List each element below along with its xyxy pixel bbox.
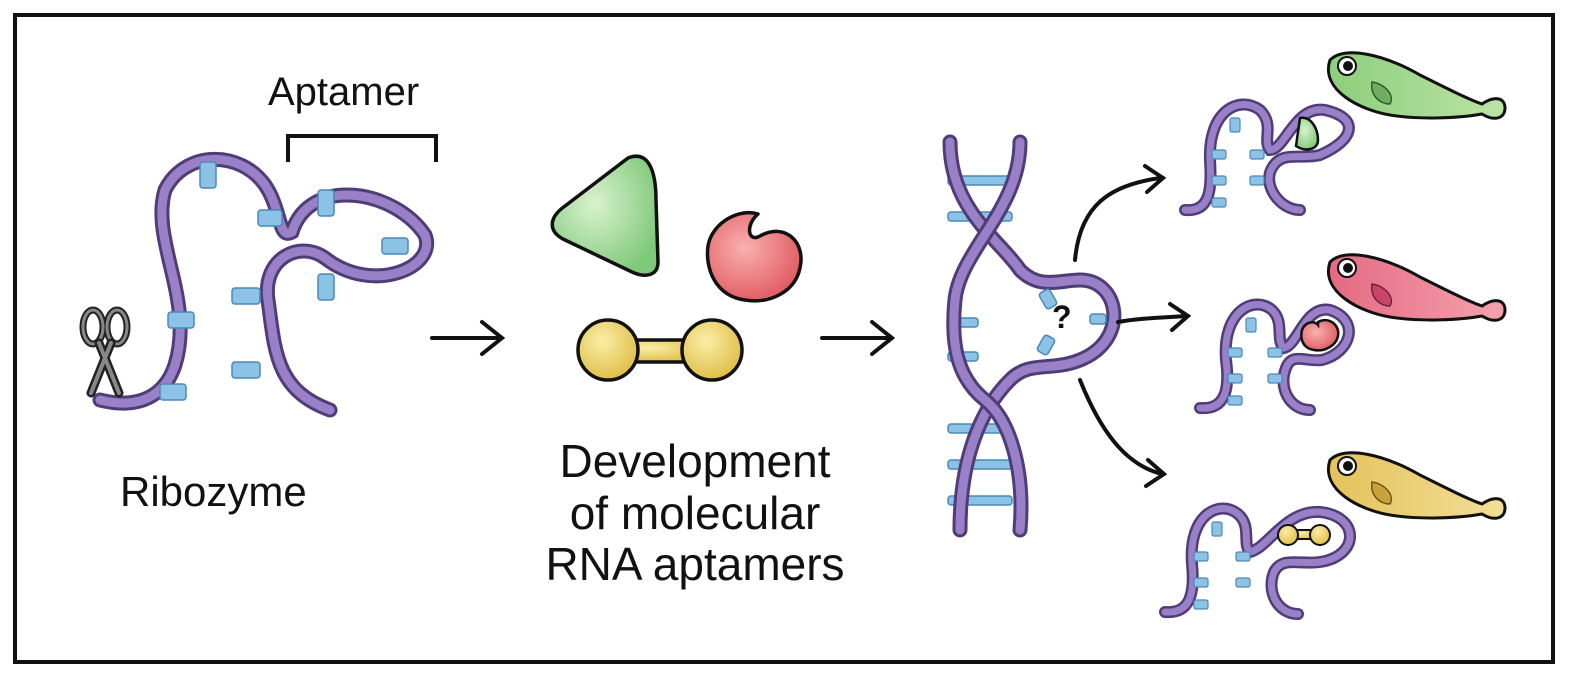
rna-double-helix bbox=[942, 134, 1122, 538]
development-label: Development of molecular RNA aptamers bbox=[460, 435, 930, 591]
aptamer-bracket bbox=[286, 134, 438, 162]
green-triangle-ligand bbox=[550, 154, 660, 277]
red-heart-ligand bbox=[705, 210, 803, 303]
zebrafish-red-icon bbox=[1326, 253, 1507, 322]
development-line-1: Development bbox=[559, 435, 831, 487]
aptamer-bound-green bbox=[1179, 98, 1355, 217]
arrow-1 bbox=[430, 320, 506, 356]
development-line-2: of molecular bbox=[569, 486, 821, 539]
ribozyme-structure bbox=[92, 134, 438, 418]
development-line-3: RNA aptamers bbox=[545, 538, 845, 591]
arrow-2 bbox=[820, 320, 896, 356]
zebrafish-yellow-icon bbox=[1326, 451, 1507, 520]
aptamer-label: Aptamer bbox=[268, 70, 420, 114]
branch-arrows bbox=[1073, 164, 1192, 488]
zebrafish-green-icon bbox=[1326, 51, 1507, 120]
ribozyme-label: Ribozyme bbox=[120, 468, 307, 515]
yellow-dumbbell-ligand bbox=[576, 318, 744, 382]
aptamer-bound-yellow bbox=[1159, 502, 1356, 620]
aptamer-bound-red bbox=[1194, 298, 1355, 416]
question-mark-label: ? bbox=[1052, 299, 1072, 335]
scissors-icon bbox=[79, 306, 131, 398]
